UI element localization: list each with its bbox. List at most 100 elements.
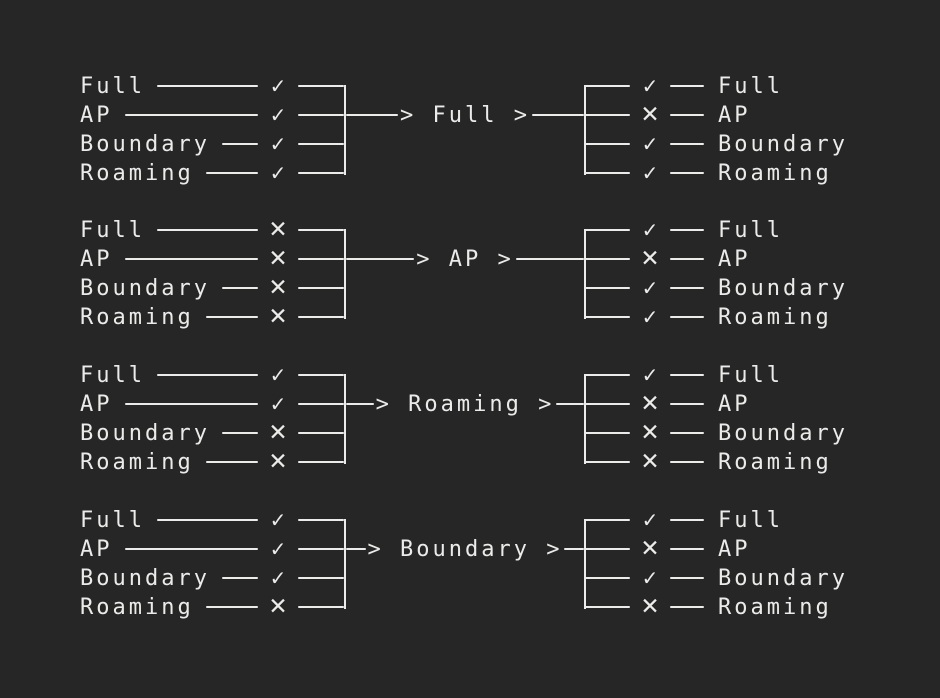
- connector-line: [298, 606, 344, 608]
- state-label: Roaming: [80, 160, 194, 186]
- connector-line: [298, 114, 344, 116]
- check-icon: ✓: [641, 305, 659, 329]
- cross-icon: ✕: [268, 246, 288, 272]
- state-label: Full: [718, 362, 783, 388]
- cross-icon: ✕: [268, 275, 288, 301]
- connector-line: [298, 374, 344, 376]
- cross-icon: ✕: [268, 449, 288, 475]
- connector-line: [670, 143, 704, 145]
- cross-icon: ✕: [640, 536, 660, 562]
- connector-line: [515, 258, 585, 260]
- state-label: Full: [80, 217, 145, 243]
- state-label: Full: [718, 217, 783, 243]
- output-row: ✓ Boundary: [584, 130, 860, 158]
- output-row: ✓ Full: [584, 361, 860, 389]
- input-row: Boundary ✕: [80, 274, 344, 302]
- input-row: AP ✓: [80, 535, 344, 563]
- state-label: Full: [718, 73, 783, 99]
- connector-line: [670, 316, 704, 318]
- connector-line: [670, 577, 704, 579]
- connector-line: [564, 548, 585, 550]
- transition-group-boundary: Full ✓ AP ✓ Boundary ✓ Roaming ✕ > Bound…: [0, 506, 940, 626]
- state-label: Full: [80, 73, 145, 99]
- connector-line: [298, 548, 344, 550]
- connector-line: [298, 172, 344, 174]
- connector-line: [156, 374, 258, 376]
- input-row: AP ✓: [80, 101, 344, 129]
- state-label: AP: [80, 246, 113, 272]
- state-label: Boundary: [718, 420, 848, 446]
- state-label: AP: [718, 246, 751, 272]
- state-label: AP: [718, 536, 751, 562]
- check-icon: ✓: [269, 74, 287, 98]
- cross-icon: ✕: [640, 102, 660, 128]
- connector-line: [584, 403, 630, 405]
- check-icon: ✓: [641, 566, 659, 590]
- input-row: Full ✓: [80, 506, 344, 534]
- check-icon: ✓: [269, 363, 287, 387]
- connector-line: [584, 229, 630, 231]
- input-row: Roaming ✕: [80, 593, 344, 621]
- connector-line: [670, 229, 704, 231]
- state-label: Roaming: [718, 594, 832, 620]
- connector-line: [298, 461, 344, 463]
- merge-bracket-line: [344, 374, 346, 464]
- output-row: ✕ Roaming: [584, 593, 860, 621]
- connector-line: [346, 548, 366, 550]
- output-row: ✕ AP: [584, 101, 860, 129]
- state-label: Full: [718, 507, 783, 533]
- connector-line: [298, 519, 344, 521]
- connector-line: [221, 432, 258, 434]
- connector-line: [221, 143, 258, 145]
- output-row: ✓ Roaming: [584, 159, 860, 187]
- split-bracket-line: [584, 85, 586, 175]
- transition-group-roaming: Full ✓ AP ✓ Boundary ✕ Roaming ✕ > Roami…: [0, 361, 940, 481]
- state-label: Boundary: [718, 275, 848, 301]
- input-row: Roaming ✕: [80, 448, 344, 476]
- connector-line: [584, 258, 630, 260]
- connector-line: [298, 229, 344, 231]
- input-row: Full ✓: [80, 72, 344, 100]
- state-label: Roaming: [718, 449, 832, 475]
- connector-line: [670, 432, 704, 434]
- output-row: ✕ AP: [584, 535, 860, 563]
- state-label: Full: [80, 507, 145, 533]
- state-label: Roaming: [718, 160, 832, 186]
- output-row: ✕ AP: [584, 245, 860, 273]
- connector-line: [670, 548, 704, 550]
- transition-group-ap: Full ✕ AP ✕ Boundary ✕ Roaming ✕ > AP >: [0, 216, 940, 336]
- transition-arrow: > Boundary >: [346, 535, 585, 563]
- connector-line: [584, 85, 630, 87]
- connector-line: [346, 403, 374, 405]
- connector-line: [124, 258, 258, 260]
- connector-line: [531, 114, 584, 116]
- connector-line: [584, 114, 630, 116]
- cross-icon: ✕: [640, 246, 660, 272]
- input-row: Roaming ✕: [80, 303, 344, 331]
- cross-icon: ✕: [640, 391, 660, 417]
- connector-line: [584, 606, 630, 608]
- connector-line: [156, 85, 258, 87]
- connector-line: [670, 114, 704, 116]
- state-label: Roaming: [718, 304, 832, 330]
- state-label: AP: [80, 391, 113, 417]
- connector-line: [584, 287, 630, 289]
- state-label: Roaming: [80, 304, 194, 330]
- connector-line: [670, 287, 704, 289]
- connector-line: [670, 461, 704, 463]
- connector-line: [584, 548, 630, 550]
- transition-arrow: > Roaming >: [346, 390, 585, 418]
- connector-line: [298, 316, 344, 318]
- connector-line: [205, 461, 258, 463]
- output-row: ✕ Roaming: [584, 448, 860, 476]
- check-icon: ✓: [269, 537, 287, 561]
- output-row: ✓ Boundary: [584, 274, 860, 302]
- connector-line: [221, 287, 258, 289]
- output-row: ✓ Full: [584, 216, 860, 244]
- transition-label: > Roaming >: [375, 391, 555, 417]
- transition-group-full: Full ✓ AP ✓ Boundary ✓ Roaming ✓ > Full …: [0, 72, 940, 192]
- output-row: ✕ Boundary: [584, 419, 860, 447]
- state-label: Boundary: [80, 131, 210, 157]
- connector-line: [584, 432, 630, 434]
